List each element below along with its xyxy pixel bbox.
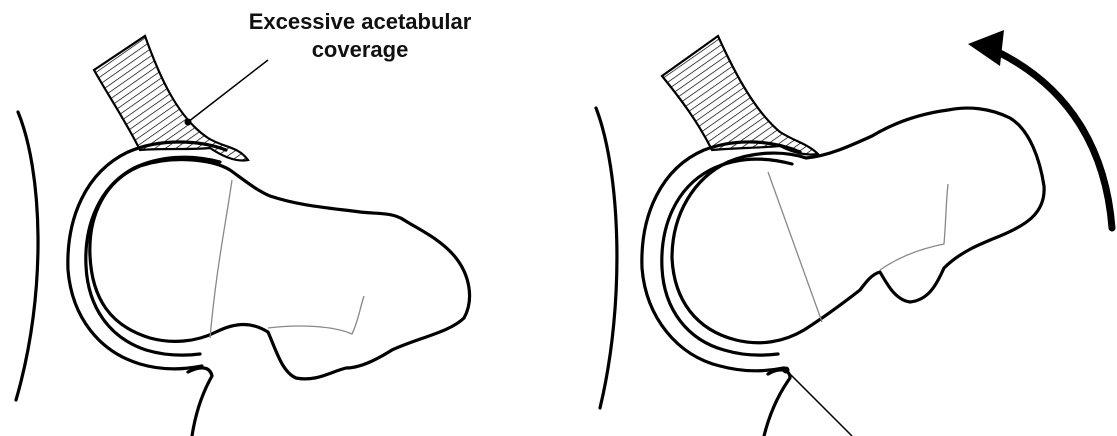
left-leader-dot xyxy=(185,119,192,126)
left-label-leader xyxy=(188,60,268,122)
right-acetabulum-inner xyxy=(662,159,792,355)
right-panel xyxy=(596,30,1112,436)
left-panel xyxy=(16,36,470,436)
right-physis-lower xyxy=(880,184,948,270)
left-acetabulum-inner xyxy=(86,157,220,355)
excessive-coverage-label-line2: coverage xyxy=(200,36,520,64)
left-pelvic-wall xyxy=(16,112,38,400)
left-physis-lower xyxy=(268,296,364,334)
right-contact-leader xyxy=(786,370,852,436)
right-physis xyxy=(768,172,822,322)
right-acetabular-rim xyxy=(662,36,818,155)
left-femoral-head-neck xyxy=(90,160,470,379)
left-inferior-lip xyxy=(188,368,212,436)
left-physis xyxy=(210,180,232,338)
right-contact-dot xyxy=(783,367,790,374)
rotation-arrowhead-icon xyxy=(968,30,1004,66)
left-acetabulum xyxy=(68,142,226,369)
right-pelvic-wall xyxy=(596,108,617,408)
excessive-coverage-label-line1: Excessive acetabular xyxy=(200,8,520,36)
excessive-coverage-label: Excessive acetabular coverage xyxy=(200,8,520,64)
rotation-arrow-icon xyxy=(998,52,1112,228)
right-inferior-lip xyxy=(764,370,790,436)
